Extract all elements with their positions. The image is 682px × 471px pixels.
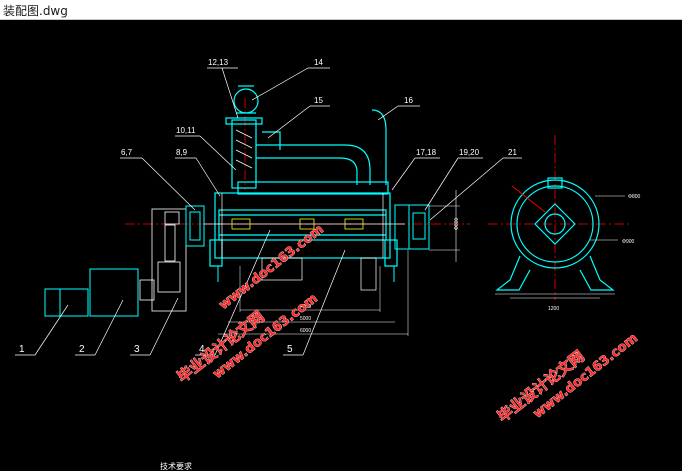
feed-pipe [225,85,387,189]
dimension-lines [218,250,409,336]
motor [44,288,89,317]
callout-16: 16 [404,96,413,105]
dim-5000: 5000 [300,316,311,322]
callout-12-13: 12,13 [208,58,229,67]
callout-6-7: 6,7 [121,148,133,157]
leader-lines [15,67,522,356]
callout-14: 14 [314,58,323,67]
dim-phi800: Φ800 [628,194,641,200]
centerlines [125,98,630,300]
callout-10-11: 10,11 [176,126,196,135]
window-title: 装配图.dwg [3,4,68,18]
callout-21: 21 [508,148,517,157]
side-view [495,177,615,291]
part-label-2: 2 [79,344,85,355]
callout-15: 15 [314,96,323,105]
callout-8-9: 8,9 [176,148,188,157]
dim-phi900: Φ900 [622,239,635,245]
window-titlebar: 装配图.dwg [0,0,682,20]
callout-19-20: 19,20 [459,148,480,157]
cad-drawing-canvas[interactable]: Φ800 4000 5000 6000 [0,20,682,471]
part-label-3: 3 [134,344,140,355]
reducer [89,268,139,317]
dim-6000: 6000 [300,328,311,334]
part-label-1: 1 [19,344,25,355]
part-label-4: 4 [199,344,205,355]
watermark-2: 毕业设计论文网 www.doc163.com [494,330,642,426]
dim-4000: 4000 [300,304,311,310]
dim-height: Φ800 [454,217,460,230]
part-label-5: 5 [287,344,293,355]
right-bearing [394,204,430,250]
callout-17-18: 17,18 [416,148,437,157]
assembly-drawing: Φ800 4000 5000 6000 [15,58,642,471]
dim-1200: 1200 [548,306,559,312]
technical-requirements: 技术要求 [160,461,192,471]
coupling [139,208,187,312]
